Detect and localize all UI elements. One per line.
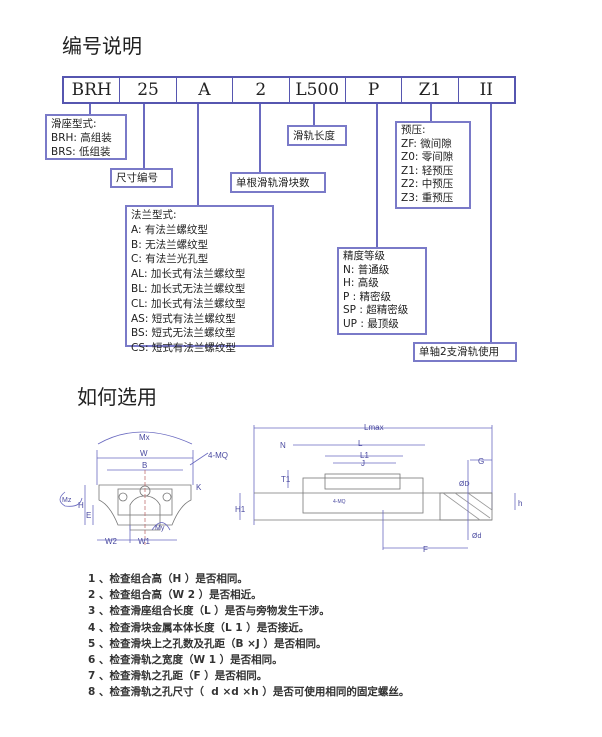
box-item: C: 有法兰光孔型 <box>131 253 209 266</box>
box-title: 法兰型式: <box>131 209 177 221</box>
label-lmax: Lmax <box>364 423 384 432</box>
size-box: 尺寸编号 <box>110 168 173 188</box>
section-title-selection: 如何选用 <box>77 385 157 409</box>
box-item: Z0: 零间隙 <box>401 151 454 164</box>
box-title: 滑座型式: <box>51 118 97 130</box>
label-b: B <box>142 461 147 470</box>
checklist-item: 3 、检查滑座组合长度（L ）是否与旁物发生干涉。 <box>88 605 330 618</box>
box-item: N: 普通级 <box>343 263 390 276</box>
label-mz: Mz <box>62 497 72 504</box>
code-rails: II <box>479 80 494 100</box>
connector <box>143 104 145 169</box>
box-item: AS: 短式有法兰螺纹型 <box>131 312 236 325</box>
label-h1: H1 <box>235 505 246 514</box>
cross-section-diagram <box>59 431 209 545</box>
side-view-diagram <box>239 425 516 550</box>
checklist-item: 5 、检查滑块上之孔数及孔距（B ×J ）是否相同。 <box>88 637 327 650</box>
rails-per-axis-box: 单轴2支滑轨使用 <box>413 342 517 362</box>
label-w2: W2 <box>105 537 118 546</box>
checklist-item: 6 、检查滑轨之宽度（W 1 ）是否相同。 <box>88 654 283 667</box>
box-item: B: 无法兰螺纹型 <box>131 238 209 251</box>
flange-type-box: 法兰型式: A: 有法兰螺纹型 B: 无法兰螺纹型 C: 有法兰光孔型 AL: … <box>125 205 274 354</box>
connector <box>259 104 261 173</box>
code-flange: A <box>177 78 234 102</box>
box-item: P : 精密级 <box>343 290 392 303</box>
connector <box>313 104 315 126</box>
label-w1: W1 <box>138 537 151 546</box>
box-item: BS: 短式无法兰螺纹型 <box>131 327 236 340</box>
box-item: BRH: 高组装 <box>51 132 112 144</box>
box-item: H: 高级 <box>343 277 379 290</box>
label-f: F <box>423 545 428 554</box>
label-n: N <box>280 441 286 450</box>
label-4mq: 4-MQ <box>208 451 228 460</box>
selection-checklist: 1 、检查组合高（H ）是否相同。 2 、检查组合高（W 2 ）是否相近。 3 、检… <box>88 571 409 701</box>
code-accuracy: P <box>346 78 403 102</box>
section-title-numbering: 编号说明 <box>62 34 142 58</box>
code-size: 25 <box>120 78 177 102</box>
box-item: Z2: 中预压 <box>401 178 454 191</box>
label-h-small: h <box>518 499 522 508</box>
label-h: H <box>78 501 84 510</box>
code-length: L500 <box>290 78 346 102</box>
box-title: 预压: <box>401 124 426 136</box>
label-w: W <box>140 449 148 458</box>
dimension-diagrams: Mx W B 4-MQ Mz H E K My W2 W1 Lmax N L L… <box>59 423 522 554</box>
model-code-bar: BRH 25 A 2 L500 P Z1 II <box>62 76 516 104</box>
label-t1: T1 <box>281 475 291 484</box>
box-item: SP : 超精密级 <box>343 304 409 317</box>
checklist-item: 8 、检查滑轨之孔尺寸（ d ×d ×h ）是否可使用相同的固定螺丝。 <box>88 686 410 699</box>
box-item: BL: 加长式无法兰螺纹型 <box>131 282 246 295</box>
label-phi-d: Ød <box>472 533 481 540</box>
connector <box>197 104 199 206</box>
box-item: ZF: 微间隙 <box>401 137 452 150</box>
label-mx: Mx <box>139 433 150 442</box>
box-item: AL: 加长式有法兰螺纹型 <box>131 268 246 281</box>
checklist-item: 4 、检查滑块金属本体长度（L 1 ）是否接近。 <box>88 621 310 634</box>
rail-length-box: 滑轨长度 <box>287 125 347 146</box>
label-l: L <box>358 439 363 448</box>
connector <box>376 104 378 248</box>
label-e: E <box>86 511 91 520</box>
box-title: 精度等级 <box>343 250 385 262</box>
label-phi-D: ØD <box>459 481 470 488</box>
box-item: Z1: 轻预压 <box>401 164 454 177</box>
label-g: G <box>478 457 484 466</box>
code-preload: Z1 <box>402 78 459 102</box>
connector <box>89 104 91 115</box>
label-l1: L1 <box>360 451 369 460</box>
label-k: K <box>196 483 202 492</box>
label-4mq-side: 4-MQ <box>333 499 346 505</box>
preload-box: 预压: ZF: 微间隙 Z0: 零间隙 Z1: 轻预压 Z2: 中预压 Z3: … <box>395 121 471 209</box>
block-type-box: 滑座型式: BRH: 高组装 BRS: 低组装 <box>45 114 127 160</box>
checklist-item: 2 、检查组合高（W 2 ）是否相近。 <box>88 589 262 602</box>
code-series: BRH <box>64 78 121 102</box>
accuracy-box: 精度等级 N: 普通级 H: 高级 P : 精密级 SP : 超精密级 UP :… <box>337 247 427 335</box>
connector <box>430 104 432 122</box>
code-blocks: 2 <box>233 78 290 102</box>
box-item: CS: 短式有法兰螺纹型 <box>131 342 236 355</box>
checklist-item: 7 、检查滑轨之孔距（F ）是否相同。 <box>88 670 268 683</box>
label-my: My <box>155 525 165 532</box>
box-item: Z3: 重预压 <box>401 191 454 204</box>
box-item: CL: 加长式有法兰螺纹型 <box>131 297 246 310</box>
connector <box>490 104 492 343</box>
label-j: J <box>361 459 365 468</box>
box-item: BRS: 低组装 <box>51 146 111 158</box>
box-item: UP : 最顶级 <box>343 317 399 330</box>
box-item: A: 有法兰螺纹型 <box>131 223 208 236</box>
blocks-per-rail-box: 单根滑轨滑块数 <box>230 172 326 193</box>
checklist-item: 1 、检查组合高（H ）是否相同。 <box>88 573 248 585</box>
